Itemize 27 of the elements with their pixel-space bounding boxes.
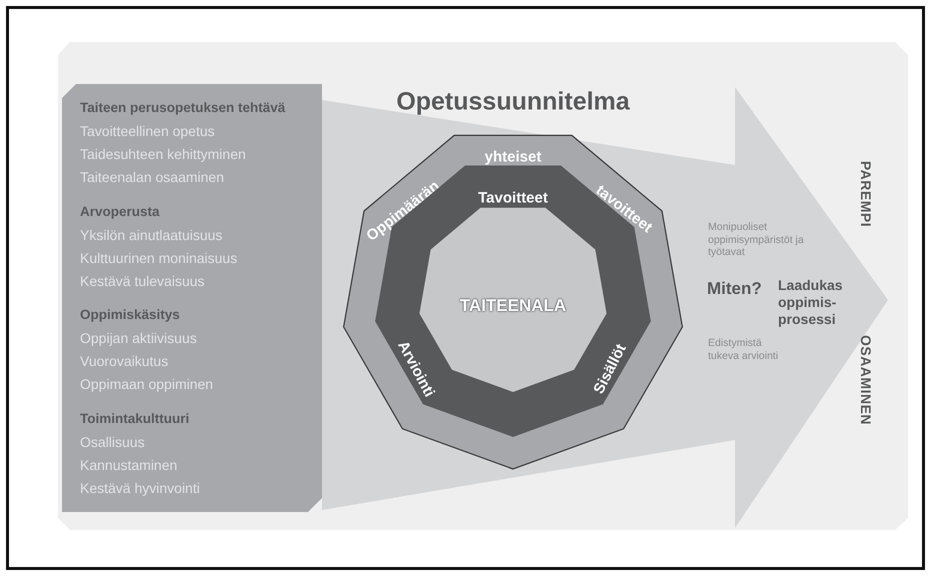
section-heading: Taiteen perusopetuksen tehtävä xyxy=(80,100,286,115)
key-label: Miten? xyxy=(707,279,762,299)
list-item: Vuorovaikutus xyxy=(80,353,168,369)
title: Opetussuunnitelma xyxy=(396,88,630,116)
key-label: Laadukas oppimis- prosessi xyxy=(778,277,840,328)
list-item: Oppimaan oppiminen xyxy=(80,376,214,392)
list-item: Osallisuus xyxy=(80,434,145,450)
list-item: Yksilön ainutlaatuisuus xyxy=(80,226,222,242)
note-text: Monipuoliset oppimisympäristöt ja työtavat xyxy=(708,221,804,258)
ring-label: yhteiset xyxy=(484,148,542,166)
list-item: Tavoitteellinen opetus xyxy=(80,123,215,139)
content-panel xyxy=(62,84,322,512)
list-item: Taiteenalan osaaminen xyxy=(80,169,224,185)
section-heading: Oppimiskäsitys xyxy=(80,307,180,322)
center-label: TAITEENALA xyxy=(460,296,566,316)
section-heading: Toimintakulttuuri xyxy=(80,410,190,426)
list-item: Kannustaminen xyxy=(80,456,178,472)
list-item: Oppijan aktiivisuus xyxy=(80,330,197,346)
list-item: Kulttuurinen moninaisuus xyxy=(80,250,238,266)
list-item: Kestävä hyvinvointi xyxy=(80,480,200,496)
list-item: Kestävä tulevaisuus xyxy=(80,272,205,288)
ring-label: Tavoitteet xyxy=(478,190,548,206)
side-label: PAREMPI xyxy=(858,160,874,228)
list-item: Taidesuhteen kehittyminen xyxy=(80,146,246,162)
side-label: OSAAMINEN xyxy=(858,334,874,426)
section-heading: Arvoperusta xyxy=(80,204,160,218)
note-text: Edistymistä tukeva arviointi xyxy=(708,337,780,362)
